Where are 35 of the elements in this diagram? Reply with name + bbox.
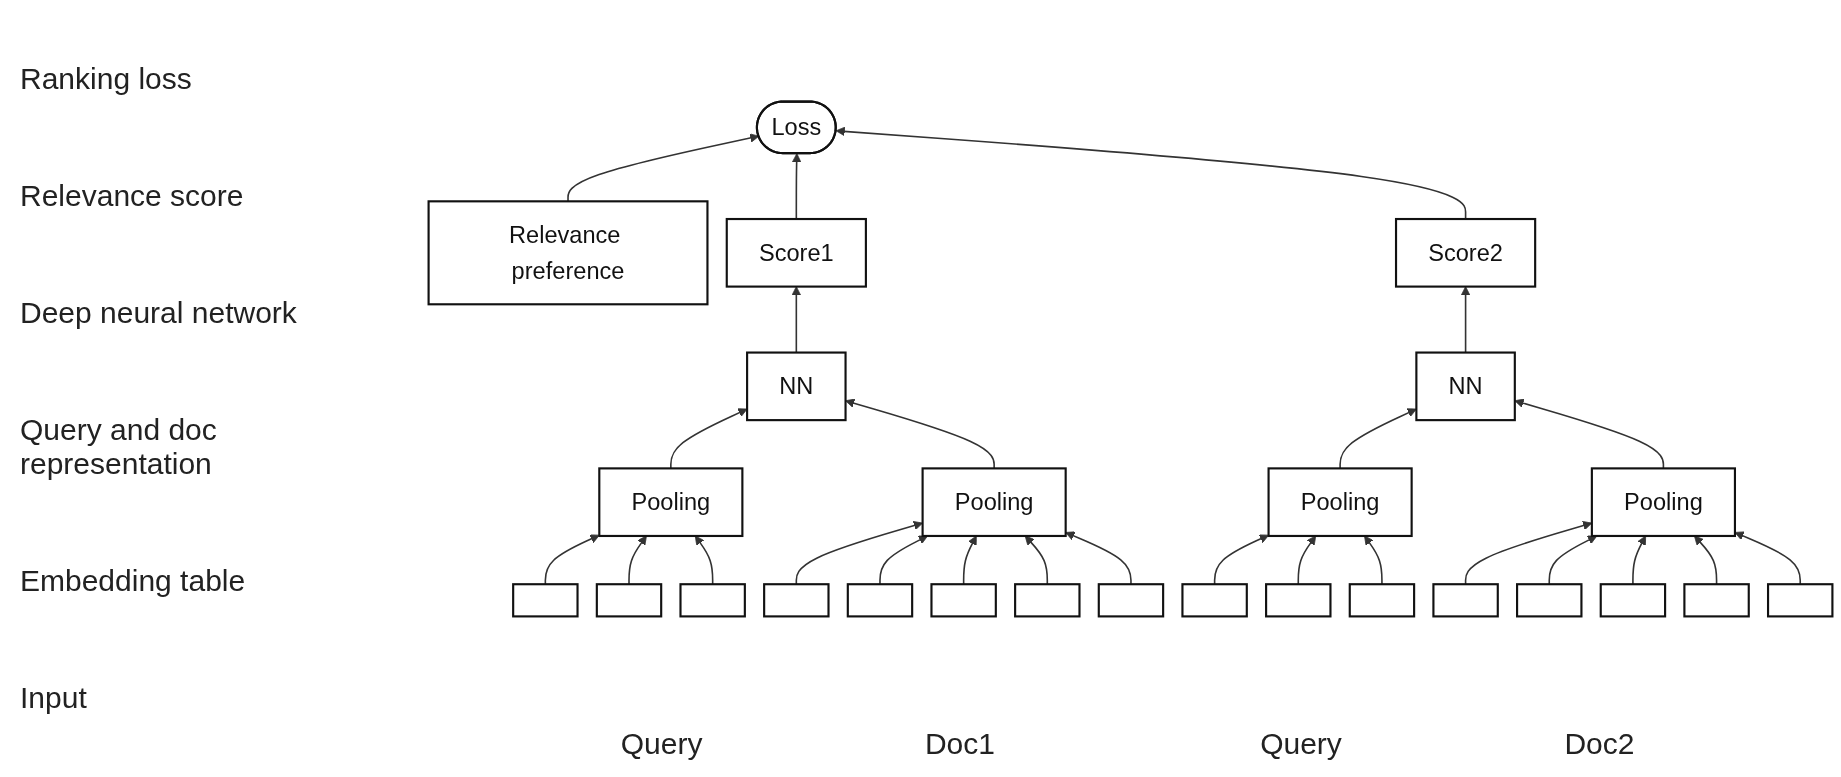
row-label: Query and doc representation bbox=[20, 413, 218, 482]
input-label: Doc2 bbox=[1564, 727, 1635, 761]
node-box bbox=[1181, 582, 1248, 617]
row-label: Embedding table bbox=[20, 564, 247, 599]
node-box bbox=[763, 582, 830, 617]
node-box: Score2 bbox=[1394, 217, 1537, 288]
node-box bbox=[1599, 582, 1667, 617]
node-box bbox=[1432, 582, 1499, 617]
node-box: Pooling bbox=[921, 466, 1067, 537]
node-box: Pooling bbox=[1267, 466, 1413, 537]
row-label: Relevance score bbox=[20, 178, 245, 213]
row-label: Ranking loss bbox=[20, 61, 193, 96]
node-box: Score1 bbox=[725, 217, 867, 288]
node-box: NN bbox=[1415, 351, 1516, 421]
node-box: Pooling bbox=[1590, 466, 1736, 537]
node-box bbox=[512, 582, 579, 617]
node-box bbox=[1767, 582, 1834, 617]
row-label: Deep neural network bbox=[20, 295, 298, 330]
node-box bbox=[1516, 582, 1583, 617]
input-label: Query bbox=[1260, 727, 1342, 761]
node-box bbox=[1265, 582, 1332, 617]
node-box: Relevance preference bbox=[427, 199, 709, 305]
row-label: Input bbox=[20, 681, 88, 716]
node-box bbox=[1014, 582, 1081, 617]
node-box bbox=[679, 582, 746, 617]
node-box bbox=[1097, 582, 1165, 617]
node-box bbox=[930, 582, 997, 617]
input-label: Query bbox=[620, 727, 703, 761]
node-box bbox=[846, 582, 914, 617]
node-box: Pooling bbox=[598, 466, 744, 537]
node-box bbox=[595, 582, 663, 617]
node-box: NN bbox=[746, 351, 847, 421]
node-box bbox=[1683, 582, 1750, 617]
input-label: Doc1 bbox=[924, 727, 995, 761]
node-box bbox=[1348, 582, 1416, 617]
